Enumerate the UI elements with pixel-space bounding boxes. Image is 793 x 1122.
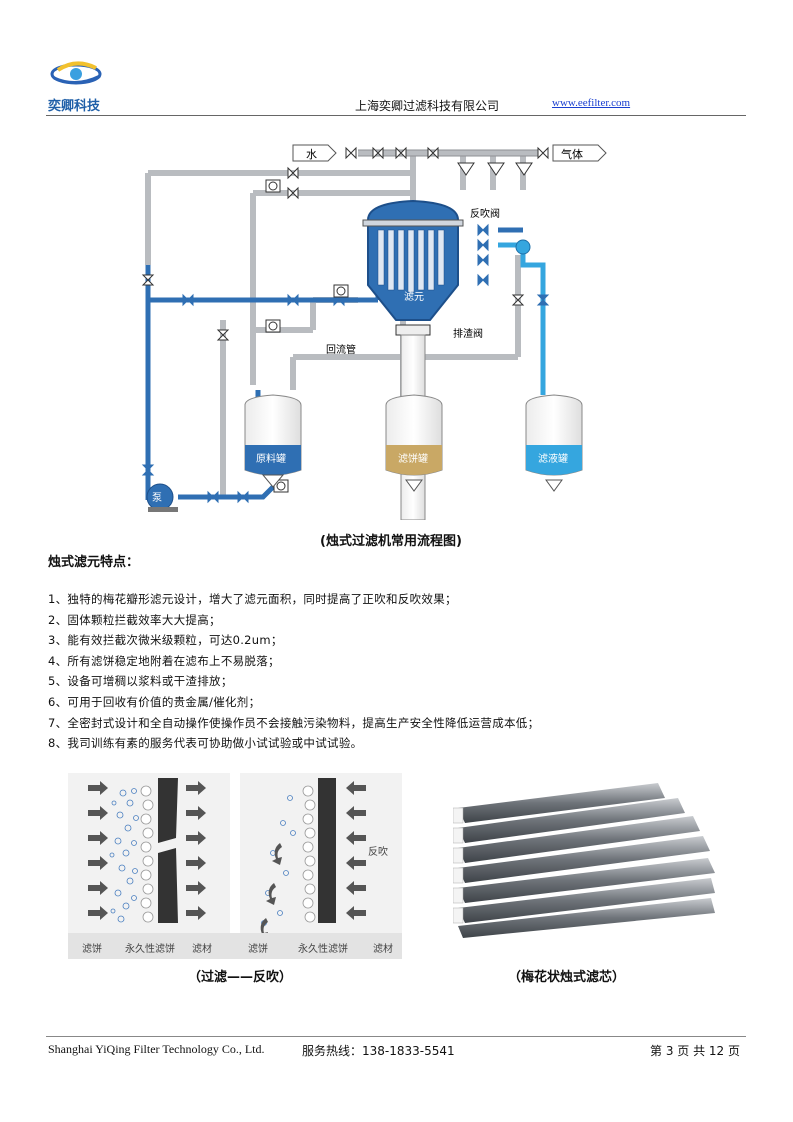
filtrate-tank: 滤液罐 — [525, 394, 583, 492]
media-label-right: 滤材 — [373, 942, 393, 955]
raw-tank-label: 原料罐 — [256, 452, 286, 465]
logo-icon — [50, 61, 102, 85]
water-inlet: 水 — [292, 144, 337, 162]
discharge-valve-label: 排渣阀 — [453, 327, 483, 340]
feature-item-7: 7、全密封式设计和全自动操作使操作员不会接触污染物料，提高生产安全性降低运营成本… — [48, 715, 540, 730]
raw-material-tank: 原料罐 — [244, 394, 302, 488]
filtrate-tank-label: 滤液罐 — [538, 452, 568, 465]
media-label-left: 滤材 — [192, 942, 212, 955]
footer-hotline: 服务热线：138-1833-5541 — [302, 1044, 455, 1058]
pump-label: 泵 — [152, 492, 162, 504]
candle-filter-photo — [452, 778, 718, 938]
pump-icon: 泵 — [146, 483, 178, 512]
candle-filter-rods — [458, 783, 715, 938]
feature-item-1: 1、独特的梅花瓣形滤元设计，增大了滤元面积，同时提高了正吹和反吹效果； — [48, 592, 457, 606]
water-label: 水 — [306, 148, 317, 161]
backblow-label: 反吹 — [368, 845, 388, 858]
cake-label-right: 滤饼 — [248, 942, 268, 955]
features-list: 1、独特的梅花瓣形滤元设计，增大了滤元面积，同时提高了正吹和反吹效果； 2、固体… — [48, 589, 748, 754]
filtration-backblow-figure: 滤饼 永久性滤饼 滤材 滤饼 永久性滤饼 滤材 反吹 — [68, 773, 402, 959]
filtration-caption: （过滤——反吹） — [188, 970, 293, 985]
feature-item-8: 8、我司训练有素的服务代表可协助做小试试验或中试试验。 — [48, 736, 363, 751]
cake-tank: 滤饼罐 — [385, 394, 443, 492]
gas-label: 气体 — [561, 147, 583, 161]
feature-item-2: 2、固体颗粒拦截效率大大提高； — [48, 612, 221, 627]
feature-item-3: 3、能有效拦截次微米级颗粒，可达0.2um； — [48, 633, 283, 648]
gas-inlet: 气体 — [552, 144, 607, 162]
filter-element-label: 滤元 — [404, 290, 424, 303]
feature-item-5: 5、设备可增稠以浆料或干渣排放； — [48, 674, 233, 689]
company-logo — [46, 56, 108, 112]
header-company: 上海奕卿过滤科技有限公司 — [355, 99, 500, 113]
footer-company: Shanghai YiQing Filter Technology Co., L… — [48, 1042, 265, 1056]
feature-item-6: 6、可用于回收有价值的贵金属/催化剂； — [48, 694, 261, 709]
permanent-cake-label-left: 永久性滤饼 — [125, 942, 175, 955]
footer-page-number: 第 3 页 共 12 页 — [650, 1044, 740, 1058]
logo-text: 奕卿科技 — [48, 99, 101, 114]
header-rule — [46, 115, 746, 116]
return-pipe-label: 回流管 — [326, 343, 356, 356]
features-title: 烛式滤元特点： — [48, 555, 140, 570]
process-flow-diagram: 水 气体 — [138, 135, 618, 521]
candle-filter-caption: （梅花状烛式滤芯） — [508, 970, 626, 985]
backblow-valve-label: 反吹阀 — [470, 207, 500, 220]
permanent-cake-label-right: 永久性滤饼 — [298, 942, 348, 955]
cake-label-left: 滤饼 — [82, 942, 102, 955]
header-url[interactable]: www.eefilter.com — [552, 97, 631, 109]
footer-rule — [46, 1036, 746, 1037]
feature-item-4: 4、所有滤饼稳定地附着在滤布上不易脱落； — [48, 653, 280, 668]
cake-tank-label: 滤饼罐 — [398, 452, 428, 465]
diagram-caption: (烛式过滤机常用流程图) — [320, 534, 462, 549]
